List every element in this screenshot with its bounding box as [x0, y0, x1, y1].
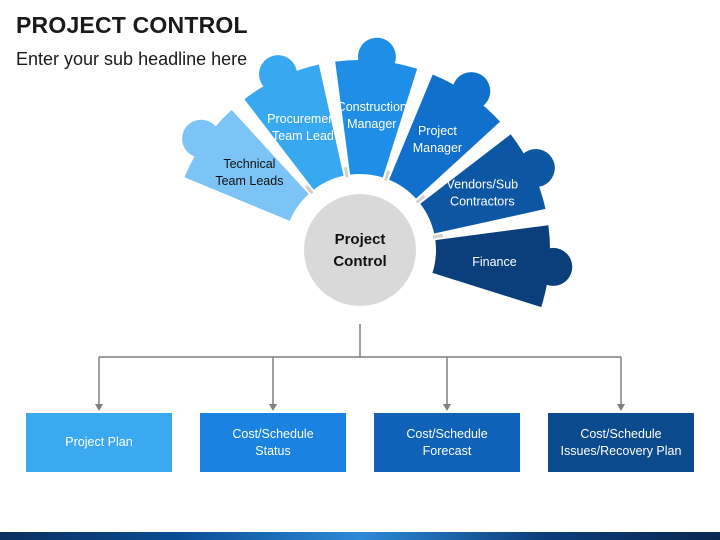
connector-arrow-4 — [617, 404, 625, 411]
segment-tab-4 — [452, 72, 491, 111]
segment-tab-3 — [357, 37, 396, 76]
segments-group — [182, 37, 573, 308]
segment-4 — [389, 72, 501, 199]
segment-1 — [182, 109, 309, 221]
segment-label-5-line1: Vendors/Sub — [447, 177, 519, 191]
segment-6 — [432, 225, 573, 308]
center-label-line1: Project — [335, 231, 386, 248]
segment-label-1-line2: Team Leads — [215, 174, 283, 188]
page-subtitle: Enter your sub headline here — [16, 49, 248, 69]
output-box-2: Cost/Schedule Status — [200, 413, 346, 472]
page-title: PROJECT CONTROL — [16, 12, 248, 38]
segment-2 — [244, 55, 344, 190]
segment-label-3-line2: Manager — [347, 117, 396, 131]
segment-tab-6 — [534, 247, 573, 286]
segment-tab-5 — [516, 149, 555, 188]
connector-arrow-2 — [269, 404, 277, 411]
segment-tab-2 — [259, 55, 298, 94]
segment-shape-6 — [432, 225, 550, 308]
connector-lines — [95, 300, 625, 411]
segment-label-6-line1: Finance — [472, 255, 517, 269]
output-box-1: Project Plan — [26, 413, 172, 472]
segment-3 — [335, 37, 418, 178]
footer-bar — [0, 532, 720, 540]
connector-arrow-3 — [443, 404, 451, 411]
segment-tab-1 — [182, 119, 221, 158]
segment-label-4-line1: Project — [418, 124, 457, 138]
connector-arrow-1 — [95, 404, 103, 411]
segment-label-2-line2: Team Lead — [272, 129, 334, 143]
segment-label-2-line1: Procurement — [267, 112, 339, 126]
center-circle — [304, 194, 416, 306]
segment-shape-3 — [335, 60, 418, 178]
segment-label-1-line1: Technical — [223, 157, 275, 171]
segment-label-3-line1: Construction — [337, 100, 407, 114]
segment-shape-2 — [244, 64, 344, 190]
segment-5 — [420, 134, 555, 234]
segment-label-4-line2: Manager — [413, 141, 462, 155]
center-label-line2: Control — [333, 253, 386, 270]
segment-label-5-line2: Contractors — [450, 194, 515, 208]
output-box-3: Cost/Schedule Forecast — [374, 413, 520, 472]
segment-shape-5 — [420, 134, 546, 234]
output-box-4: Cost/Schedule Issues/Recovery Plan — [548, 413, 694, 472]
